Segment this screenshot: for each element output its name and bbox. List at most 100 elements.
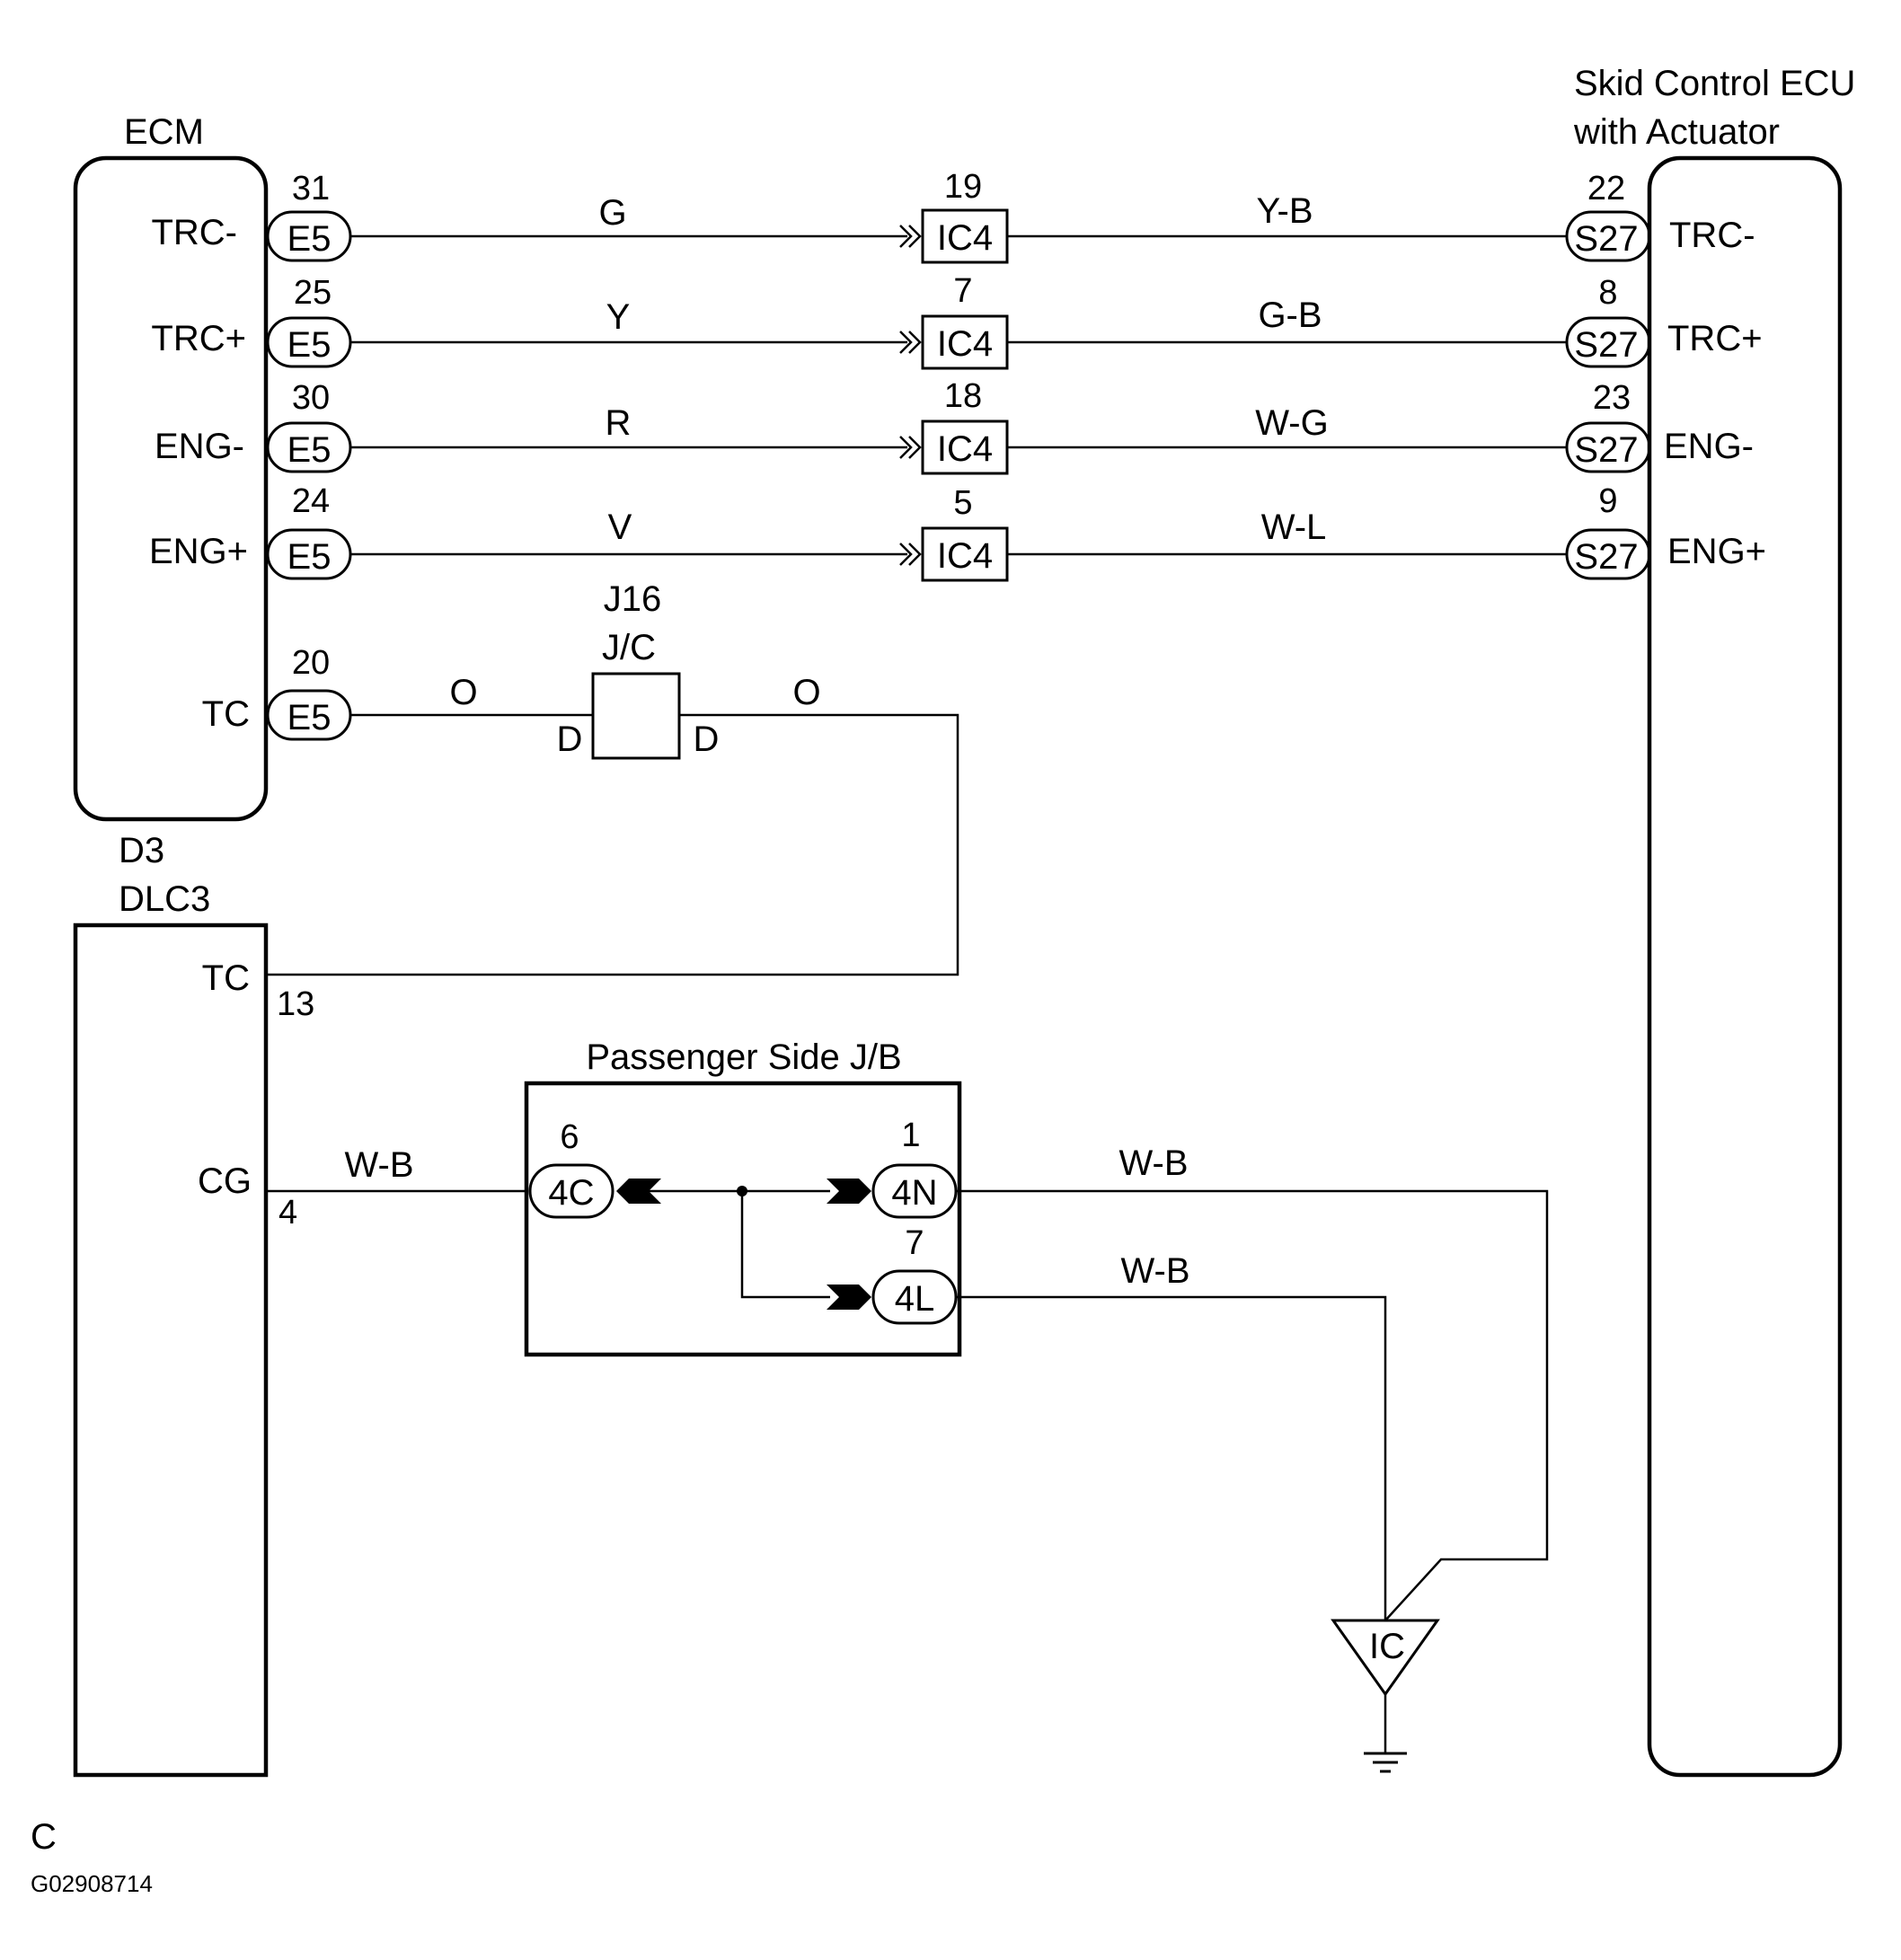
- ground-wires: W-B W-B IC: [956, 1143, 1549, 1773]
- ic4-pin-5: 5: [953, 484, 972, 522]
- dlc3-pin-cg: CG: [198, 1161, 252, 1201]
- dlc3: D3 DLC3 TC 13 CG 4: [73, 831, 314, 1778]
- connector-4l-label: 4L: [895, 1279, 935, 1319]
- connector-s27-label: S27: [1574, 537, 1638, 577]
- signal-wires: IC4 19 G Y-B IC4 7 Y G-B IC4 18 R W-G IC…: [350, 168, 1567, 582]
- ecm-pin-num-30: 30: [292, 379, 330, 417]
- junction-connector-j16: [591, 672, 681, 760]
- skid-pin-trc-plus: TRC+: [1667, 319, 1763, 358]
- skid-ecu-body: [1647, 155, 1843, 1778]
- connector-ic4-label: IC4: [937, 218, 993, 258]
- skid-pin-num-22: 22: [1587, 170, 1625, 207]
- ecm-pin-trc-plus: TRC+: [151, 319, 246, 358]
- dlc3-name: DLC3: [119, 879, 210, 919]
- skid-pin-trc-minus: TRC-: [1669, 216, 1755, 255]
- wire-color-w-l: W-L: [1261, 508, 1327, 547]
- connector-4c: [528, 1163, 615, 1219]
- wire-color-y: Y: [606, 297, 631, 337]
- connector-4c-label: 4C: [548, 1173, 594, 1213]
- jb-internal-branch: [740, 1191, 830, 1299]
- wire-color-o-left: O: [449, 673, 477, 712]
- ground-point-ic: [1331, 1619, 1440, 1697]
- wire-color-w-b-cg: W-B: [344, 1145, 413, 1185]
- wire-color-v: V: [608, 508, 632, 547]
- dlc3-pin-num-4: 4: [279, 1194, 297, 1232]
- wire-4n-ground: [956, 1189, 1549, 1621]
- female-terminal-icon: [616, 1179, 661, 1204]
- jc-pin-right: D: [694, 720, 720, 759]
- dlc3-pin-tc: TC: [202, 958, 250, 998]
- ecm-pin-tc: TC: [202, 694, 250, 734]
- wire-color-w-b-4l: W-B: [1120, 1251, 1189, 1291]
- passenger-side-jb: Passenger Side J/B W-B 6 4C 1 4N 7 4L: [266, 1037, 962, 1357]
- skid-ecu-title-line2: with Actuator: [1573, 112, 1780, 152]
- connector-e5-label: E5: [287, 698, 332, 737]
- ic4-pin-18: 18: [944, 377, 982, 415]
- dlc3-body: [73, 923, 269, 1778]
- connector-4n-label: 4N: [891, 1173, 937, 1213]
- ic4-pin-7: 7: [953, 272, 972, 310]
- skid-pin-eng-minus: ENG-: [1664, 427, 1754, 466]
- jc-name: J/C: [602, 628, 656, 667]
- jb-pin-num-6: 6: [560, 1118, 579, 1156]
- connector-s27-label: S27: [1574, 219, 1638, 259]
- skid-pin-eng-plus: ENG+: [1667, 532, 1766, 571]
- ecm: ECM TRC- 31 E5 TRC+ 25 E5 ENG- 30 E5 ENG…: [73, 112, 352, 822]
- connector-s27-label: S27: [1574, 325, 1638, 365]
- ecm-pin-num-20: 20: [292, 644, 330, 682]
- wire-tc-right: [266, 713, 959, 976]
- connector-arrow: [899, 331, 913, 354]
- wire-color-g-b: G-B: [1258, 296, 1322, 335]
- ecm-pin-num-31: 31: [292, 170, 330, 207]
- connector-arrow: [899, 436, 913, 459]
- footer-code: C: [31, 1817, 57, 1857]
- jb-body: [524, 1081, 962, 1357]
- jb-title: Passenger Side J/B: [586, 1037, 901, 1077]
- jb-pin-num-1: 1: [901, 1117, 920, 1154]
- connector-s27-label: S27: [1574, 430, 1638, 470]
- wire-color-g: G: [598, 193, 626, 233]
- ecm-pin-eng-plus: ENG+: [149, 532, 248, 571]
- skid-control-ecu: Skid Control ECU with Actuator 22 S27 TR…: [1565, 64, 1855, 1778]
- ecm-title: ECM: [124, 112, 204, 152]
- male-terminal-icon: [827, 1285, 871, 1310]
- wire-color-w-b-4n: W-B: [1118, 1143, 1188, 1183]
- tc-line: J16 J/C D D O O: [266, 579, 959, 976]
- jc-id: J16: [604, 579, 662, 619]
- skid-pin-num-23: 23: [1593, 379, 1631, 417]
- skid-pin-num-8: 8: [1598, 274, 1617, 312]
- ic4-pin-19: 19: [944, 168, 982, 206]
- skid-ecu-title-line1: Skid Control ECU: [1574, 64, 1855, 103]
- connector-e5-label: E5: [287, 537, 332, 577]
- wire-color-y-b: Y-B: [1256, 191, 1313, 231]
- connector-arrow: [899, 543, 913, 566]
- ecm-pin-eng-minus: ENG-: [155, 427, 244, 466]
- wire-color-o-right: O: [792, 673, 820, 712]
- wire-4l-ground: [956, 1295, 1387, 1620]
- connector-e5-label: E5: [287, 219, 332, 259]
- wire-color-w-g: W-G: [1255, 403, 1328, 443]
- connector-arrow: [899, 225, 913, 248]
- dlc3-pin-num-13: 13: [277, 985, 314, 1023]
- jc-pin-left: D: [557, 720, 583, 759]
- connector-arrow: [908, 436, 922, 459]
- connector-ic4-label: IC4: [937, 429, 993, 469]
- male-terminal-icon: [827, 1179, 871, 1204]
- wire-color-r: R: [606, 403, 632, 443]
- skid-pin-num-9: 9: [1598, 482, 1617, 520]
- ground-point-label: IC: [1369, 1627, 1405, 1666]
- connector-e5-label: E5: [287, 430, 332, 470]
- connector-arrow: [908, 225, 922, 248]
- figure-id: G02908714: [31, 1870, 153, 1897]
- dlc3-id: D3: [119, 831, 164, 870]
- connector-ic4-label: IC4: [937, 324, 993, 364]
- ecm-pin-num-25: 25: [294, 274, 332, 312]
- connector-arrow: [908, 331, 922, 354]
- connector-arrow: [908, 543, 922, 566]
- connector-ic4-label: IC4: [937, 536, 993, 576]
- ecm-pin-num-24: 24: [292, 482, 330, 520]
- jb-pin-num-7: 7: [905, 1224, 924, 1262]
- ecm-body: [73, 155, 269, 822]
- connector-e5-label: E5: [287, 325, 332, 365]
